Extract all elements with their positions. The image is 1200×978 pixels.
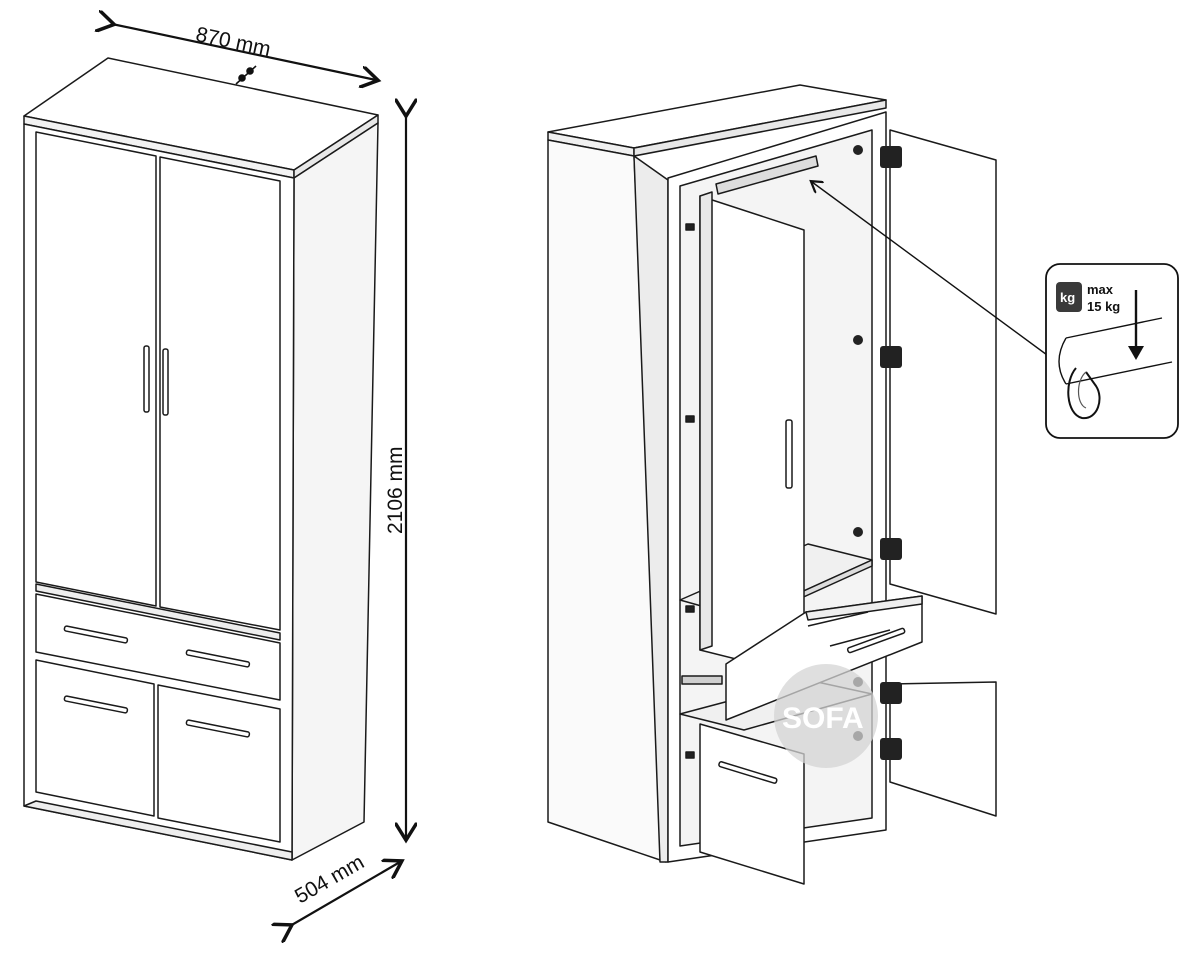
hinge-screw xyxy=(853,335,863,345)
depth-label: 504 mm xyxy=(291,850,368,908)
door-handle xyxy=(143,345,150,413)
right-upper-door-detached xyxy=(889,129,997,615)
hinge xyxy=(880,682,902,704)
door-handle xyxy=(718,761,778,784)
left-upper-door xyxy=(35,131,157,607)
height-label: 2106 mm xyxy=(384,446,407,534)
load-max-label: max xyxy=(1087,282,1114,297)
load-callout: kg max 15 kg xyxy=(1045,263,1179,439)
closed-wardrobe xyxy=(23,57,379,861)
door-handle xyxy=(185,719,251,738)
hinge-screw xyxy=(853,145,863,155)
hinge xyxy=(685,223,695,231)
right-lower-door-detached xyxy=(889,681,997,817)
weight-icon xyxy=(1056,282,1082,312)
watermark: SOFA xyxy=(774,664,878,768)
depth-arrow xyxy=(290,862,400,926)
right-upper-door xyxy=(159,156,281,631)
hinge xyxy=(685,605,695,613)
door-handle xyxy=(63,695,129,714)
drawer-handle xyxy=(63,625,129,644)
drawer-handle xyxy=(185,649,251,668)
hinge xyxy=(880,738,902,760)
open-drawer xyxy=(725,595,923,721)
hanging-rail-icon xyxy=(235,65,257,85)
watermark-text: SOFA xyxy=(782,702,864,735)
drawer-handle xyxy=(846,627,906,654)
hanging-rail xyxy=(715,155,819,195)
left-lower-door xyxy=(35,659,155,817)
hook-icon xyxy=(1067,367,1101,420)
dimension-lines xyxy=(112,24,406,926)
wardrobe-side xyxy=(291,122,379,861)
open-wardrobe xyxy=(547,84,997,885)
door-handle xyxy=(785,419,793,489)
drawer-runner xyxy=(681,675,723,685)
hinge xyxy=(685,751,695,759)
hinge xyxy=(880,146,902,168)
right-lower-door xyxy=(157,684,281,843)
weight-unit-badge: kg xyxy=(1060,290,1075,305)
rail-illustration xyxy=(1058,317,1173,385)
hinge xyxy=(880,538,902,560)
door-handle xyxy=(162,348,169,416)
callout-leader xyxy=(812,182,1063,367)
closed-drawer xyxy=(35,593,281,701)
hinge xyxy=(685,415,695,423)
hinge-screw xyxy=(853,527,863,537)
load-max-value: 15 kg xyxy=(1087,299,1120,314)
hinge xyxy=(880,346,902,368)
width-label: 870 mm xyxy=(194,23,273,61)
width-arrow xyxy=(112,24,376,80)
